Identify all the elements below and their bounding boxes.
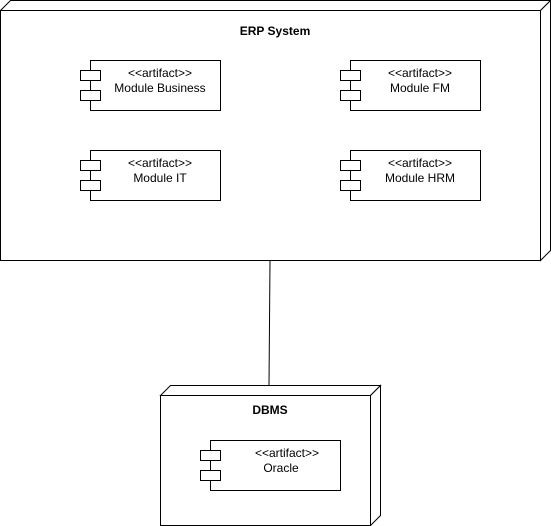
component-port-icon <box>340 160 361 171</box>
component-port-icon <box>200 470 221 481</box>
node-association-line[interactable] <box>268 259 271 386</box>
dbms-node-side-face <box>370 384 381 526</box>
artifact-box <box>90 60 221 111</box>
artifact-stereotype: <<artifact>> <box>128 66 192 80</box>
artifact-name: Module Business <box>114 81 205 95</box>
erp-node-title: ERP System <box>240 24 310 38</box>
artifact-box <box>210 440 341 491</box>
component-port-icon <box>80 180 101 191</box>
component-port-icon <box>200 450 221 461</box>
artifact-name: Module HRM <box>385 171 455 185</box>
artifact-module-business[interactable]: <<artifact>> Module Business <box>80 60 221 111</box>
artifact-name: Oracle <box>263 461 299 475</box>
dbms-node-top-face <box>159 385 382 396</box>
artifact-oracle[interactable]: <<artifact>> Oracle <box>200 440 341 491</box>
artifact-module-hrm[interactable]: <<artifact>> Module HRM <box>340 150 481 201</box>
artifact-module-fm[interactable]: <<artifact>> Module FM <box>340 60 481 111</box>
dbms-node-title: DBMS <box>252 403 287 417</box>
artifact-box <box>90 150 221 201</box>
component-port-icon <box>340 70 361 81</box>
component-port-icon <box>340 90 361 101</box>
artifact-box <box>350 60 481 111</box>
artifact-box <box>350 150 481 201</box>
component-port-icon <box>80 70 101 81</box>
component-port-icon <box>340 180 361 191</box>
artifact-stereotype: <<artifact>> <box>388 66 452 80</box>
erp-node-side-face <box>540 0 551 262</box>
dbms-node[interactable]: DBMS <<artifact>> Oracle <box>159 384 382 526</box>
artifact-name: Module IT <box>133 171 187 185</box>
artifact-module-it[interactable]: <<artifact>> Module IT <box>80 150 221 201</box>
artifact-stereotype: <<artifact>> <box>255 446 319 460</box>
component-port-icon <box>80 160 101 171</box>
component-port-icon <box>80 90 101 101</box>
erp-node-top-face <box>0 0 551 11</box>
artifact-stereotype: <<artifact>> <box>128 156 192 170</box>
erp-node-front-face <box>0 10 541 261</box>
erp-system-node[interactable]: ERP System <<artifact>> Module Business … <box>0 0 551 262</box>
artifact-stereotype: <<artifact>> <box>388 156 452 170</box>
artifact-name: Module FM <box>390 81 450 95</box>
